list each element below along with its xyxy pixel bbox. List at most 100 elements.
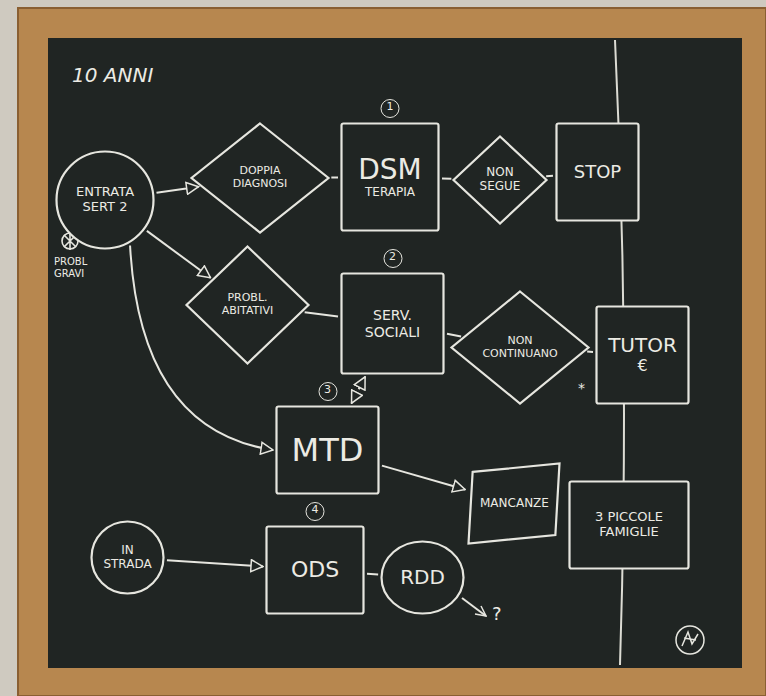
board-surface xyxy=(48,38,742,668)
node-text: ENTRATA SERT 2 xyxy=(68,185,143,215)
node-label: IN STRADA xyxy=(99,544,155,572)
logo-mark xyxy=(676,626,704,654)
node-text: DSMTERAPIA xyxy=(358,154,422,200)
node-text: NON SEGUE xyxy=(471,166,529,194)
connector xyxy=(546,175,553,178)
connector xyxy=(305,312,338,316)
box-outline xyxy=(267,527,364,614)
circle-outline xyxy=(92,522,164,594)
callout-number: 1 xyxy=(381,99,400,118)
node-overlay: STOP xyxy=(555,122,640,222)
node-text: 3 PICCOLE FAMIGLIE xyxy=(576,510,682,540)
quad-outline xyxy=(469,464,560,544)
open-arrow xyxy=(462,598,486,616)
node-label: ENTRATA SERT 2 xyxy=(68,185,143,215)
node-text: TUTOR€ xyxy=(608,334,677,375)
node-label: NON CONTINUANO xyxy=(478,335,562,360)
node-overlay: NON CONTINUANO xyxy=(450,290,590,405)
node-label: NON SEGUE xyxy=(471,166,529,194)
node-label: MANCANZE xyxy=(480,497,548,511)
node-overlay: PROBL. ABITATIVI xyxy=(185,245,310,365)
box-outline xyxy=(570,482,689,569)
node-text: NON CONTINUANO xyxy=(478,335,562,360)
connector xyxy=(147,231,211,278)
callout-number: 3 xyxy=(318,382,337,401)
node-overlay: RDD xyxy=(380,540,465,615)
node-overlay: IN STRADA xyxy=(90,520,165,595)
node-text: STOP xyxy=(574,162,621,183)
note-label: ? xyxy=(492,604,502,625)
node-label: € xyxy=(608,357,677,375)
box-outline xyxy=(557,124,639,221)
node-label: PROBL. ABITATIVI xyxy=(210,292,285,317)
connector xyxy=(382,466,465,490)
connector xyxy=(156,187,198,193)
node-text: SERV. SOCIALI xyxy=(348,307,437,339)
diamond-outline xyxy=(454,137,547,224)
node-text: RDD xyxy=(400,566,445,589)
node-label: TUTOR xyxy=(608,334,677,357)
node-label: RDD xyxy=(400,566,445,589)
node-overlay: 3 PICCOLE FAMIGLIE xyxy=(568,480,690,570)
board-title: 10 ANNI xyxy=(72,64,153,87)
process-box: MTD3 xyxy=(275,405,380,495)
node-label: DOPPIA DIAGNOSI xyxy=(218,165,302,190)
diamond-outline xyxy=(192,124,329,233)
node-text: DOPPIA DIAGNOSI xyxy=(218,165,302,190)
circle-outline xyxy=(382,542,464,614)
node-label: DSM xyxy=(358,154,422,186)
diamond-outline xyxy=(187,247,309,364)
node-label: MTD xyxy=(292,432,364,469)
node-overlay: DSMTERAPIA xyxy=(340,122,440,232)
decision-diamond: PROBL. ABITATIVI xyxy=(185,245,310,365)
box-outline xyxy=(342,274,444,374)
process-box: TUTOR€ xyxy=(595,305,690,405)
decision-diamond: NON CONTINUANO xyxy=(450,290,590,405)
decision-diamond: NON SEGUE xyxy=(452,135,548,225)
callout-number: 4 xyxy=(306,502,325,521)
entry-circle: RDD xyxy=(380,540,465,615)
connector xyxy=(167,560,263,566)
process-box: STOP xyxy=(555,122,640,222)
node-label: 3 PICCOLE FAMIGLIE xyxy=(576,510,682,540)
box-outline xyxy=(597,307,689,404)
box-outline xyxy=(277,407,379,494)
node-label: TERAPIA xyxy=(358,186,422,200)
connector xyxy=(442,177,451,179)
node-overlay: MTD xyxy=(275,405,380,495)
node-overlay: ODS xyxy=(265,525,365,615)
connector xyxy=(331,176,338,178)
process-box: DSMTERAPIA1 xyxy=(340,122,440,232)
diamond-outline xyxy=(452,292,589,404)
node-label: STOP xyxy=(574,162,621,183)
node-label: SERV. SOCIALI xyxy=(348,307,437,339)
frame-edge xyxy=(18,8,766,696)
process-box: SERV. SOCIALI2 xyxy=(340,272,445,375)
entry-circle: ENTRATA SERT 2 xyxy=(55,150,155,250)
node-overlay: TUTOR€ xyxy=(595,305,690,405)
node-text: MTD xyxy=(292,432,364,469)
node-text: PROBL. ABITATIVI xyxy=(210,292,285,317)
connector xyxy=(587,351,593,353)
node-overlay: SERV. SOCIALI xyxy=(340,272,445,375)
connector xyxy=(447,334,461,337)
note-label: PROBL GRAVI xyxy=(54,256,94,279)
wood-frame xyxy=(18,8,766,696)
process-box: ODS4 xyxy=(265,525,365,615)
decision-diamond: DOPPIA DIAGNOSI xyxy=(190,122,330,234)
node-text: MANCANZE xyxy=(480,497,548,511)
connector xyxy=(367,573,378,576)
node-label: ODS xyxy=(291,557,339,582)
node-overlay: NON SEGUE xyxy=(452,135,548,225)
entry-circle: IN STRADA xyxy=(90,520,165,595)
node-overlay: MANCANZE xyxy=(467,462,561,545)
note-shape: MANCANZE xyxy=(467,462,561,545)
node-text: ODS xyxy=(291,557,339,582)
callout-number: 2 xyxy=(383,249,402,268)
connector xyxy=(352,377,366,403)
process-box: 3 PICCOLE FAMIGLIE xyxy=(568,480,690,570)
node-text: IN STRADA xyxy=(99,544,155,572)
node-overlay: DOPPIA DIAGNOSI xyxy=(190,122,330,234)
node-overlay: ENTRATA SERT 2 xyxy=(55,150,155,250)
box-outline xyxy=(342,124,439,231)
